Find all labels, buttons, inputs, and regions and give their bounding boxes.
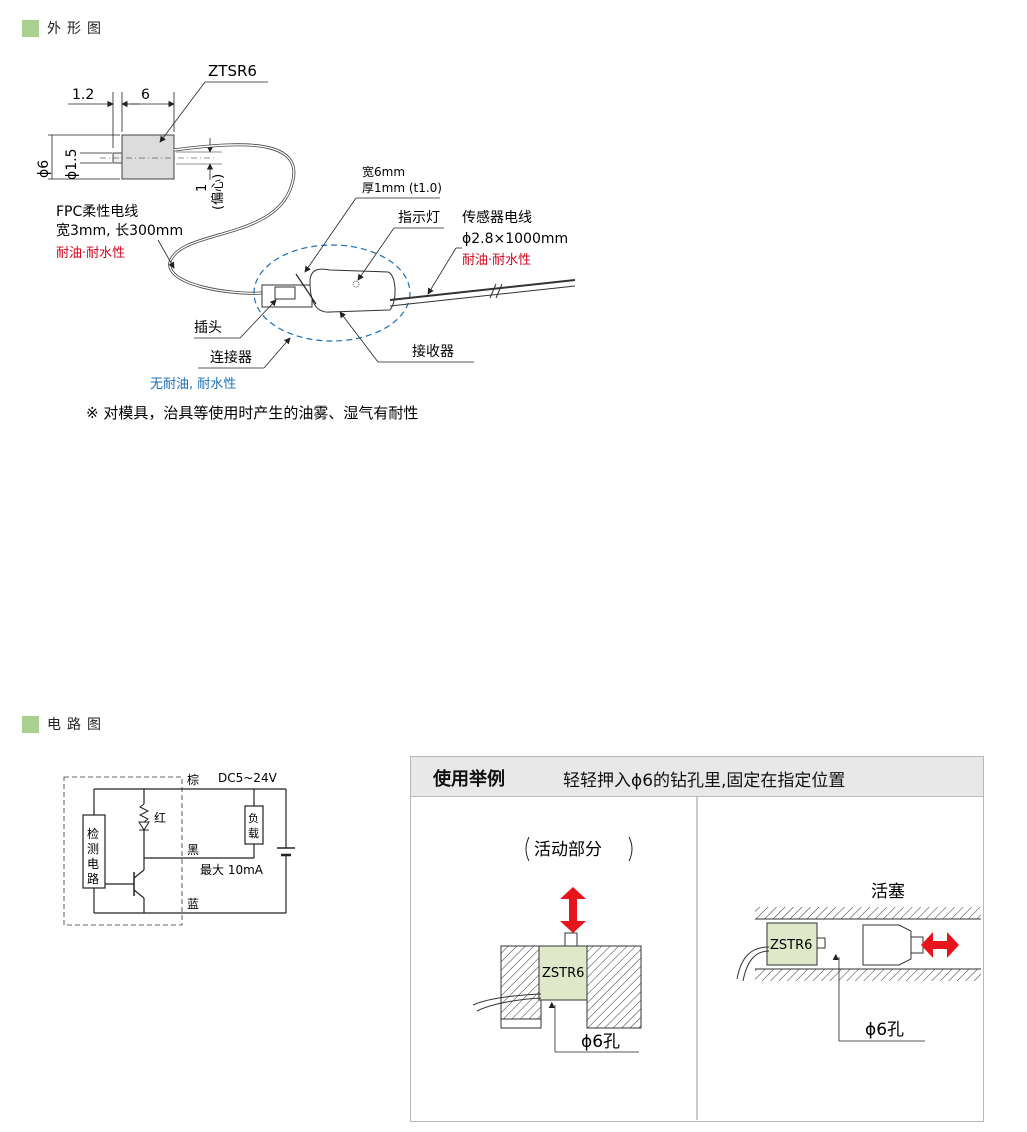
sensor-note: 耐油·耐水性: [462, 253, 531, 268]
max-current-label: 最大 10mA: [200, 863, 264, 877]
sensor-spec-label: ϕ2.8×1000mm: [462, 231, 568, 247]
bore-wall-top: [755, 907, 981, 919]
led-icon: [138, 821, 150, 831]
usage-drawings: 活动部分 ZSTR6 ϕ6孔 活塞 ZSTR6 ϕ6孔: [472, 797, 981, 1120]
sensor-line-label: 传感器电线: [462, 209, 532, 226]
dim-width-label: 6: [141, 87, 150, 103]
circuit-section-title: 电路图: [47, 717, 107, 733]
fpc-cable: [168, 143, 296, 295]
section-marker-icon: [22, 19, 39, 37]
moving-part-bracket: [525, 836, 633, 862]
outline-section-header: 外形图: [22, 18, 107, 38]
sensor-body: [121, 134, 175, 180]
fpc-label-2: 宽3mm, 长300mm: [56, 222, 183, 239]
detect-label-char: 路: [87, 871, 99, 886]
indicator-label: 指示灯: [398, 210, 440, 226]
detect-label-char: 测: [87, 842, 99, 856]
dim-dia-label: ϕ6: [36, 160, 52, 178]
detect-circuit-boundary: [63, 776, 183, 926]
resistor-icon: [138, 803, 150, 823]
dim-ecc-note: (偏心): [211, 174, 226, 210]
width-note-1: 宽6mm: [362, 164, 405, 179]
dim-ecc-label: 1: [195, 184, 210, 192]
model-left-label: ZSTR6: [542, 966, 584, 981]
sensor-left: [538, 945, 588, 1001]
detect-circuit-box: [82, 814, 106, 889]
indicator-lamp: [352, 280, 360, 288]
block-hatch-left: [500, 945, 542, 1029]
sensor-right: [766, 922, 818, 966]
receiver-label: 接收器: [412, 343, 454, 360]
bore-wall-bottom: [755, 969, 981, 981]
load-label-1: 负: [248, 811, 259, 825]
red-horizontal-arrow-icon: [921, 932, 959, 958]
footnote: ※ 对模具，治具等使用时产生的油雾、湿气有耐性: [86, 404, 418, 422]
piston-body: [862, 924, 912, 966]
circuit-diagram: 检 测 电 路 红 棕 黑 蓝 DC5~24V 负 载 最大 10mA: [63, 771, 295, 926]
brown-wire-label: 棕: [187, 772, 199, 787]
fpc-label-1: FPC柔性电线: [56, 204, 138, 220]
outline-drawing: 1.2 6 ZTSR6 ϕ6 ϕ1.5 1 (偏心) 宽6mm 厚1mm (t1…: [36, 62, 576, 422]
dim-left-label: 1.2: [72, 87, 94, 103]
usage-subtitle: 轻轻押入ϕ6的钻孔里,固定在指定位置: [563, 771, 846, 791]
circuit-section-header: 电路图: [22, 714, 107, 734]
moving-part-label: 活动部分: [534, 840, 602, 860]
block-hatch-right: [586, 945, 642, 1029]
plug-label: 插头: [194, 320, 222, 336]
dim-inner-label: ϕ1.5: [64, 149, 80, 181]
connector-highlight: [253, 244, 411, 342]
outline-section-title: 外形图: [47, 21, 107, 37]
fpc-note: 耐油·耐水性: [56, 246, 125, 261]
usage-header: 使用举例 轻轻押入ϕ6的钻孔里,固定在指定位置: [411, 757, 983, 797]
black-wire-label: 黑: [187, 843, 199, 857]
receiver-body: [309, 268, 396, 313]
blue-wire-label: 蓝: [187, 897, 199, 911]
usage-example-panel: 使用举例 轻轻押入ϕ6的钻孔里,固定在指定位置 活动部分 ZSTR6 ϕ6孔: [410, 756, 984, 1122]
connector-label: 连接器: [210, 349, 252, 366]
red-wire-label: 红: [154, 810, 166, 825]
hole-left-label: ϕ6孔: [581, 1032, 620, 1052]
supply-label: DC5~24V: [218, 771, 278, 785]
load-label-2: 载: [248, 827, 259, 840]
model-right-label: ZSTR6: [770, 938, 812, 953]
hole-right-label: ϕ6孔: [865, 1020, 904, 1040]
section-marker-icon: [22, 715, 39, 733]
model-label: ZTSR6: [208, 62, 257, 80]
detect-label-char: 电: [87, 857, 99, 871]
detect-circuit-label: 检: [87, 826, 99, 841]
piston-label: 活塞: [871, 882, 905, 902]
width-note-2: 厚1mm (t1.0): [362, 181, 442, 195]
connector-note: 无耐油, 耐水性: [150, 377, 236, 392]
usage-title: 使用举例: [433, 769, 505, 790]
red-vertical-arrow-icon: [560, 887, 586, 933]
cable-right: [736, 946, 770, 980]
sensor-wire: [389, 279, 576, 301]
cable-left: [472, 993, 542, 1006]
